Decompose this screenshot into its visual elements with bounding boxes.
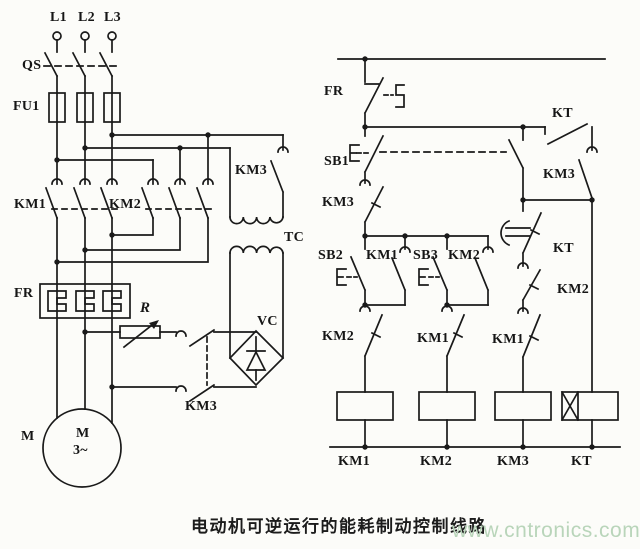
label-sb2-button: SB2: [318, 248, 344, 263]
kt-delay-contact-icon: [500, 199, 543, 267]
km1-nc-mid-icon: [441, 305, 466, 393]
braking-resistor-icon: [84, 320, 177, 349]
km1-hold-contact-icon: [364, 235, 411, 306]
km3-brake-contacts-icon: [111, 328, 257, 403]
label-km1-nc-right: KM1: [492, 332, 525, 347]
label-km3-tc-contact: KM3: [235, 163, 268, 178]
km1-coil-icon: [336, 391, 394, 448]
supply-terminal-icon: [52, 31, 117, 53]
label-coil-kt: KT: [571, 454, 592, 469]
km3-nc-contact-icon: [359, 179, 385, 237]
label-sb3-button: SB3: [413, 248, 439, 263]
sb1-button-icon: [349, 126, 507, 184]
km2-hold-contact-icon: [446, 235, 494, 306]
phase-crossover-wires: [56, 217, 209, 424]
feeder-wires: [56, 134, 284, 185]
kt-coil-icon: [560, 199, 619, 448]
fuse-icons: [48, 92, 121, 185]
motor-icon: [42, 408, 122, 488]
label-motor-inner: M: [76, 426, 90, 441]
label-km3-nc-ctrl: KM3: [322, 195, 355, 210]
fr-contact-icon: [363, 58, 405, 128]
label-km2-nc-left: KM2: [322, 329, 355, 344]
label-fr-main: FR: [14, 286, 34, 301]
km1-nc-right-icon: [517, 307, 542, 393]
km1-main-contacts-icon: [44, 178, 123, 220]
kt-no-contact-icon: [544, 122, 593, 151]
label-km2-main: KM2: [109, 197, 142, 212]
power-circuit: [39, 31, 289, 488]
label-fr-ctrl: FR: [324, 84, 344, 99]
label-qs-switch: QS: [22, 58, 42, 73]
label-km3-no: KM3: [543, 167, 576, 182]
km2-nc-left-icon: [359, 305, 384, 393]
label-km2-nc-right: KM2: [557, 282, 590, 297]
km3-coil-icon: [494, 391, 552, 448]
label-phase-l2: L2: [78, 10, 95, 25]
sb3-button-icon: [418, 235, 449, 306]
km2-nc-right-icon: [517, 262, 542, 312]
label-coil-km1: KM1: [338, 454, 371, 469]
figure-caption: 电动机可逆运行的能耗制动控制线路: [191, 517, 487, 536]
km3-no-contact-icon: [577, 146, 598, 201]
label-coil-km2: KM2: [420, 454, 453, 469]
label-motor-outer: M: [21, 429, 35, 444]
transformer-icon: [229, 147, 284, 359]
label-vc-rectifier: VC: [257, 314, 278, 329]
label-km3-brake: KM3: [185, 399, 218, 414]
control-circuit: [329, 56, 621, 450]
label-km1-nc-mid: KM1: [417, 331, 450, 346]
rectifier-bridge-icon: [228, 329, 285, 387]
label-r-resistor: R: [140, 300, 151, 316]
label-km1-hold: KM1: [366, 248, 399, 263]
thermal-relay-icon: [39, 283, 131, 319]
sb2-button-icon: [336, 235, 367, 306]
label-phase-l1: L1: [50, 10, 67, 25]
watermark-text: www.cntronics.com: [452, 519, 640, 542]
qs-switch-icon: [43, 51, 117, 94]
label-sb1-button: SB1: [324, 154, 350, 169]
km2-coil-icon: [418, 391, 476, 448]
label-tc-transformer: TC: [284, 230, 305, 245]
km2-main-contacts-icon: [140, 178, 215, 220]
label-coil-km3: KM3: [497, 454, 530, 469]
label-phase-l3: L3: [104, 10, 121, 25]
sb1-no-contact-icon: [507, 126, 525, 201]
label-kt-delay: KT: [553, 241, 574, 256]
label-motor-type: 3~: [73, 443, 88, 458]
km3-tc-contact-icon: [269, 134, 289, 218]
power-junction-dots: [54, 132, 211, 390]
label-kt-no: KT: [552, 106, 573, 121]
control-junction-dots: [362, 56, 595, 450]
label-km2-hold: KM2: [448, 248, 481, 263]
label-fu1-fuse: FU1: [13, 99, 40, 114]
label-km1-main: KM1: [14, 197, 47, 212]
